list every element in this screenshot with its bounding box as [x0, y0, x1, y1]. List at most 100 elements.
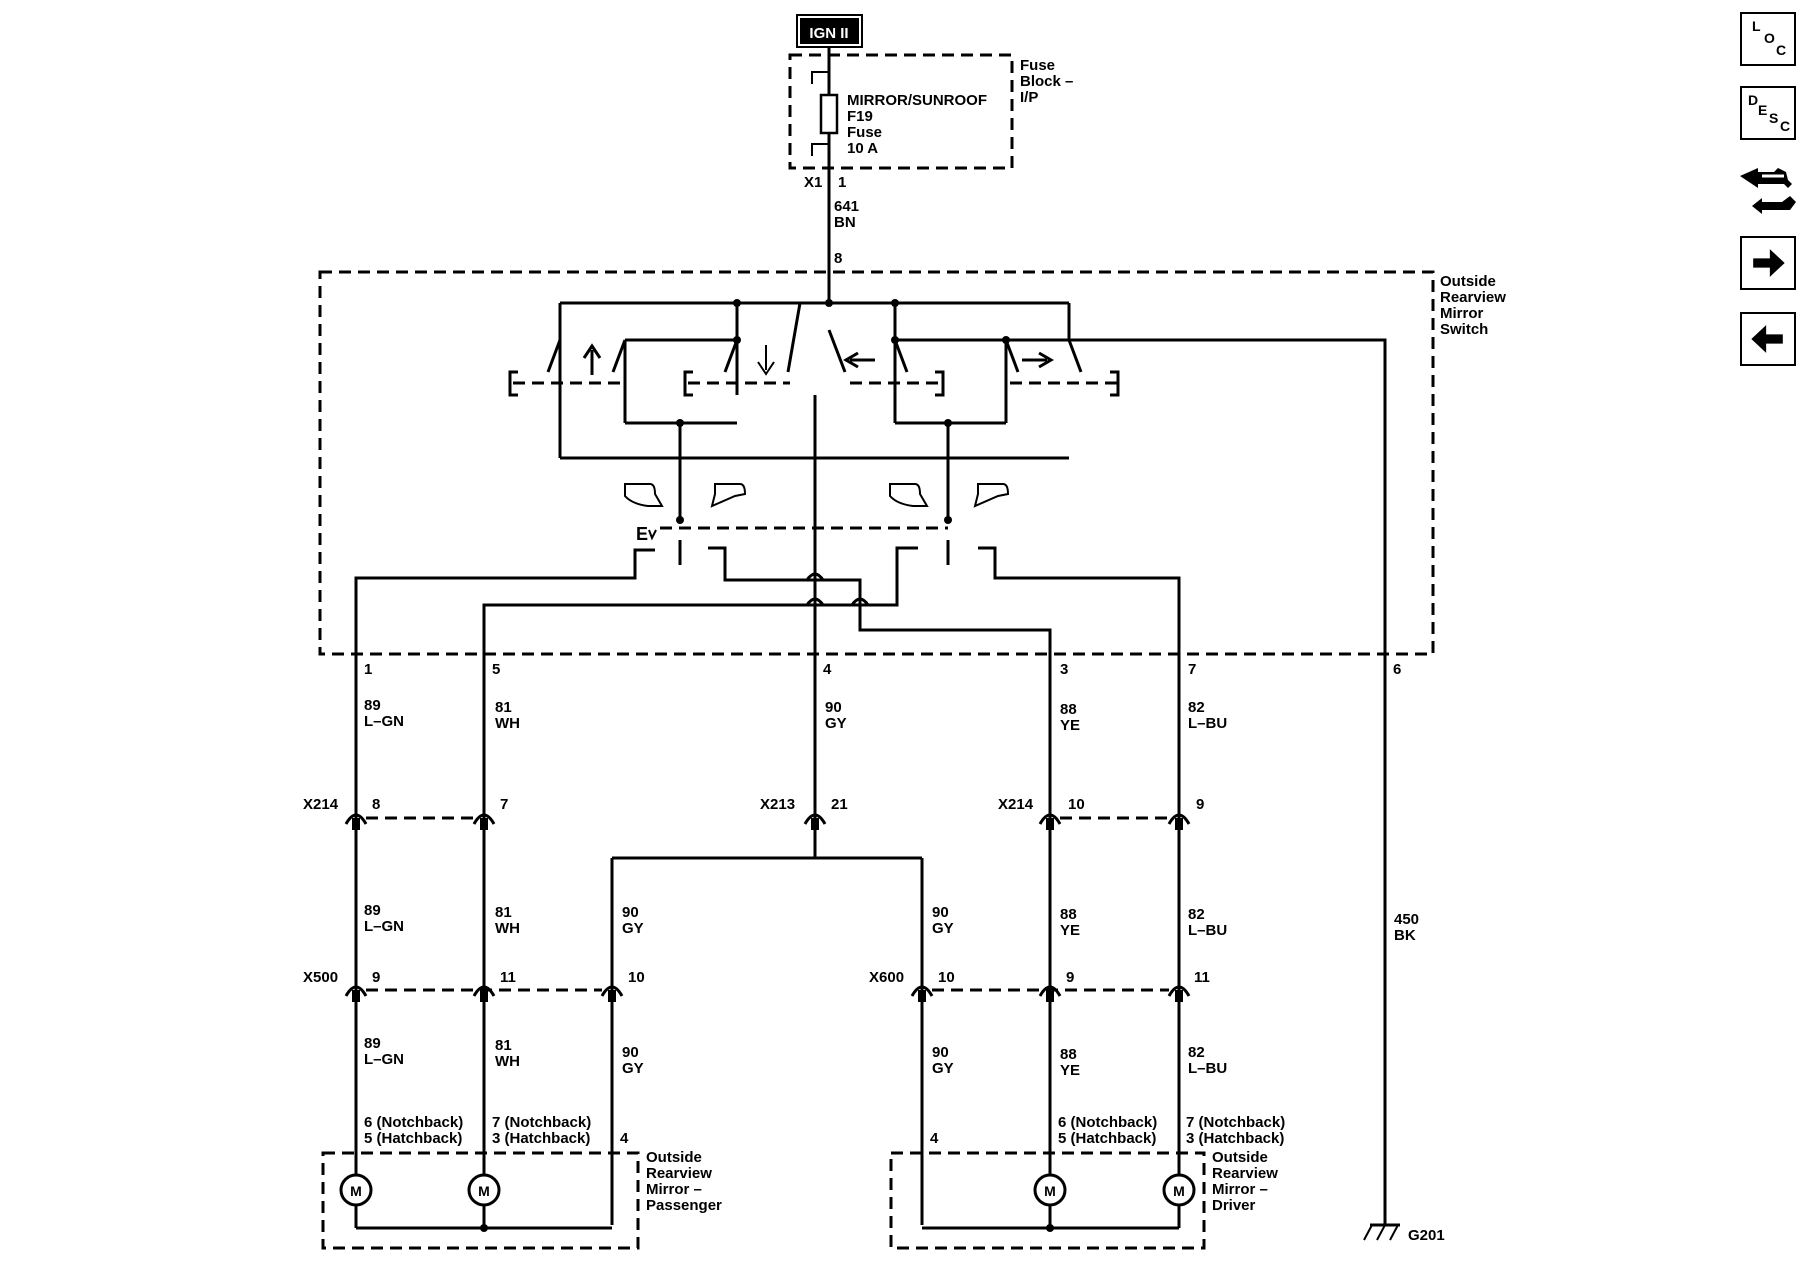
- mid-wire-4-color: GY: [932, 920, 954, 937]
- x600-pin-10: 10: [938, 969, 955, 986]
- desc-letter-s: S: [1769, 110, 1779, 126]
- x600-pin-11: 11: [1194, 969, 1210, 986]
- fuse-symbol: [819, 93, 839, 135]
- switch-pin-5: 5: [492, 661, 500, 678]
- drv-pin-2b: 5 (Hatchback): [1058, 1130, 1156, 1147]
- drv-mirror-label-1: Outside: [1212, 1149, 1268, 1166]
- x213-pin: 21: [831, 796, 848, 813]
- x600-label: X600: [869, 969, 904, 986]
- x500-pin-11: 11: [500, 969, 516, 986]
- driver-mirror: M M: [889, 1151, 1206, 1250]
- desc-letter-c: C: [1780, 118, 1791, 134]
- fuse-connector: X1: [804, 174, 822, 191]
- mid-wire-3-color: GY: [622, 920, 644, 937]
- low-wire-3-color: GY: [622, 1060, 644, 1077]
- switch-pin-6: 6: [1393, 661, 1401, 678]
- switch-feed-pin: 8: [834, 250, 842, 267]
- x214-right-label: X214: [998, 796, 1034, 813]
- motor-icon: [467, 1173, 501, 1207]
- low-wire-6-color: L–BU: [1188, 1060, 1227, 1077]
- x600-pin-9: 9: [1066, 969, 1074, 986]
- motor-label: M: [1173, 1183, 1185, 1199]
- switch-pin-4: 4: [823, 661, 832, 678]
- mid-wire-2-circuit: 81: [495, 904, 512, 921]
- pass-mirror-label-4: Passenger: [646, 1197, 722, 1214]
- low-wire-5-circuit: 88: [1060, 1046, 1077, 1063]
- low-wire-6-circuit: 82: [1188, 1044, 1205, 1061]
- low-wire-3-circuit: 90: [622, 1044, 639, 1061]
- loc-letter-c: C: [1776, 42, 1787, 58]
- pass-pin-3: 4: [620, 1130, 629, 1147]
- drv-mirror-label-3: Mirror –: [1212, 1181, 1268, 1198]
- selector-mark: E: [636, 524, 648, 544]
- drv-mirror-label-2: Rearview: [1212, 1165, 1278, 1182]
- x214-left-label: X214: [303, 796, 339, 813]
- wire-89-color: L–GN: [364, 713, 404, 730]
- low-wire-1-circuit: 89: [364, 1035, 381, 1052]
- fuse-id: F19: [847, 108, 873, 125]
- desc-button[interactable]: D E S C: [1740, 86, 1796, 140]
- switch-label-4: Switch: [1440, 321, 1488, 338]
- motor-icon: [339, 1173, 373, 1207]
- pass-pin-2b: 3 (Hatchback): [492, 1130, 590, 1147]
- next-page-button[interactable]: [1740, 236, 1796, 290]
- motor-label: M: [478, 1183, 490, 1199]
- fuse-name: MIRROR/SUNROOF: [847, 92, 987, 109]
- wire-90-circuit: 90: [825, 699, 842, 716]
- pass-pin-1b: 5 (Hatchback): [364, 1130, 462, 1147]
- mid-wire-4-circuit: 90: [932, 904, 949, 921]
- wire-90-color: GY: [825, 715, 847, 732]
- harness-wires: [354, 654, 1387, 1225]
- desc-letter-d: D: [1748, 92, 1759, 108]
- wire-82-color: L–BU: [1188, 715, 1227, 732]
- x500-pin-9: 9: [372, 969, 380, 986]
- connector-icon[interactable]: [1738, 158, 1798, 218]
- low-wire-4-color: GY: [932, 1060, 954, 1077]
- switch-label-3: Mirror: [1440, 305, 1484, 322]
- motor-icon: [1162, 1173, 1196, 1207]
- ign-label: IGN II: [809, 25, 848, 42]
- mid-wire-6-circuit: 82: [1188, 906, 1205, 923]
- motor-label: M: [350, 1183, 362, 1199]
- previous-page-button[interactable]: [1740, 312, 1796, 366]
- pass-pin-2a: 7 (Notchback): [492, 1114, 591, 1131]
- drv-pin-2a: 6 (Notchback): [1058, 1114, 1157, 1131]
- ground-wire-circuit: 450: [1394, 911, 1419, 928]
- low-wire-2-circuit: 81: [495, 1037, 512, 1054]
- x500-pin-10: 10: [628, 969, 645, 986]
- feed-color: BN: [834, 214, 856, 231]
- arrow-left-icon: [1751, 325, 1783, 353]
- switch-internals: E: [354, 299, 1387, 654]
- low-wire-5-color: YE: [1060, 1062, 1080, 1079]
- low-wire-1-color: L–GN: [364, 1051, 404, 1068]
- fuse-block-label-2: Block –: [1020, 73, 1073, 90]
- switch-label-1: Outside: [1440, 273, 1496, 290]
- x214-right-pin-9: 9: [1196, 796, 1204, 813]
- wire-88-circuit: 88: [1060, 701, 1077, 718]
- drv-pin-3b: 3 (Hatchback): [1186, 1130, 1284, 1147]
- wire-88-color: YE: [1060, 717, 1080, 734]
- wire-82-circuit: 82: [1188, 699, 1205, 716]
- fuse-block-label-3: I/P: [1020, 89, 1038, 106]
- drv-pin-3a: 7 (Notchback): [1186, 1114, 1285, 1131]
- pass-mirror-label-2: Rearview: [646, 1165, 712, 1182]
- drv-pin-1: 4: [930, 1130, 939, 1147]
- fuse-block-label-1: Fuse: [1020, 57, 1055, 74]
- inline-connectors-row1: [344, 813, 1191, 830]
- loc-letter-o: O: [1764, 30, 1775, 46]
- loc-button[interactable]: L O C: [1740, 12, 1796, 66]
- x214-left-pin-7: 7: [500, 796, 508, 813]
- mirror-switch-box: [318, 270, 1435, 656]
- ign-power-source: IGN II: [796, 14, 863, 48]
- low-wire-4-circuit: 90: [932, 1044, 949, 1061]
- switch-pin-7: 7: [1188, 661, 1196, 678]
- passenger-mirror: M M: [321, 1151, 640, 1250]
- drv-mirror-label-4: Driver: [1212, 1197, 1256, 1214]
- ground-symbol: [1363, 1223, 1400, 1241]
- mid-wire-1-circuit: 89: [364, 902, 381, 919]
- ground-wire-color: BK: [1394, 927, 1416, 944]
- mid-wire-1-color: L–GN: [364, 918, 404, 935]
- x214-left-pin-8: 8: [372, 796, 380, 813]
- wire-81-circuit: 81: [495, 699, 512, 716]
